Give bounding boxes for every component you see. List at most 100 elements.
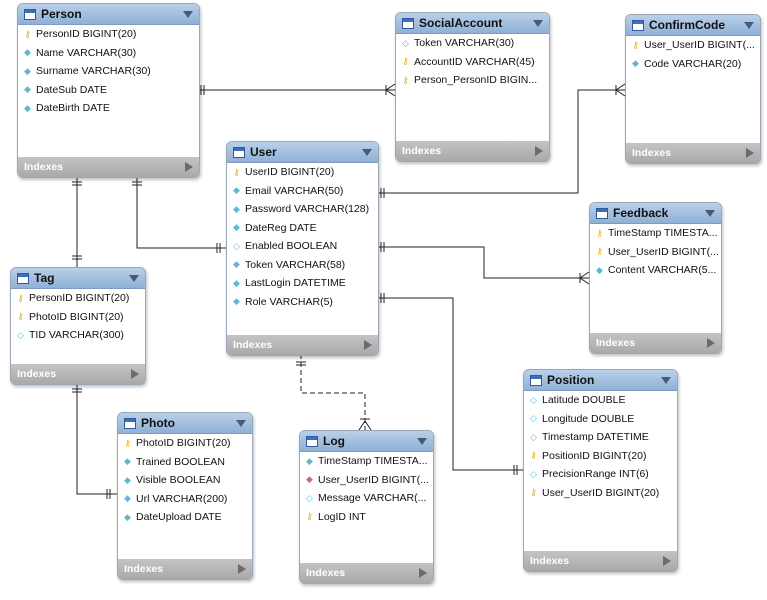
column-list: ◇Latitude DOUBLE◇Longitude DOUBLE◇Timest…	[524, 391, 677, 502]
column-row[interactable]: ◆DateBirth DATE	[18, 99, 199, 118]
column-row[interactable]: ◆TimeStamp TIMESTA...	[300, 452, 433, 471]
expand-arrow-icon[interactable]	[419, 568, 427, 578]
nullable-column-icon: ◇	[530, 394, 537, 405]
table-user[interactable]: User ⚷UserID BIGINT(20)◆Email VARCHAR(50…	[226, 141, 379, 356]
collapse-arrow-icon[interactable]	[533, 19, 543, 27]
collapse-arrow-icon[interactable]	[362, 148, 372, 156]
column-row[interactable]: ⚷PersonID BIGINT(20)	[18, 25, 199, 44]
table-header[interactable]: Person	[18, 4, 199, 25]
column-name: Role VARCHAR(5)	[245, 295, 333, 308]
indexes-footer[interactable]: Indexes	[396, 141, 549, 161]
expand-arrow-icon[interactable]	[746, 148, 754, 158]
column-row[interactable]: ⚷PhotoID BIGINT(20)	[118, 434, 252, 453]
table-header[interactable]: Photo	[118, 413, 252, 434]
column-row[interactable]: ◇Token VARCHAR(30)	[396, 34, 549, 53]
column-row[interactable]: ⚷User_UserID BIGINT(...	[626, 36, 760, 55]
column-icon: ◆	[124, 456, 131, 467]
table-header[interactable]: SocialAccount	[396, 13, 549, 34]
table-log[interactable]: Log ◆TimeStamp TIMESTA...◆User_UserID BI…	[299, 430, 434, 584]
column-name: DateReg DATE	[245, 221, 317, 234]
column-row[interactable]: ◆DateUpload DATE	[118, 508, 252, 527]
column-row[interactable]: ◇Latitude DOUBLE	[524, 391, 677, 410]
column-row[interactable]: ◆Surname VARCHAR(30)	[18, 62, 199, 81]
column-row[interactable]: ◇Enabled BOOLEAN	[227, 237, 378, 256]
column-row[interactable]: ⚷UserID BIGINT(20)	[227, 163, 378, 182]
expand-arrow-icon[interactable]	[131, 369, 139, 379]
indexes-footer[interactable]: Indexes	[227, 335, 378, 355]
expand-arrow-icon[interactable]	[535, 146, 543, 156]
column-row[interactable]: ◆DateReg DATE	[227, 219, 378, 238]
table-header[interactable]: Log	[300, 431, 433, 452]
table-header[interactable]: Feedback	[590, 203, 721, 224]
column-icon: ◆	[233, 203, 240, 214]
indexes-footer[interactable]: Indexes	[11, 364, 145, 384]
indexes-footer[interactable]: Indexes	[626, 143, 760, 163]
collapse-arrow-icon[interactable]	[661, 376, 671, 384]
foreign-key-icon: ◆	[306, 474, 313, 485]
column-row[interactable]: ◆Name VARCHAR(30)	[18, 44, 199, 63]
column-row[interactable]: ⚷PhotoID BIGINT(20)	[11, 308, 145, 327]
table-name: Tag	[34, 271, 55, 285]
column-row[interactable]: ◆Content VARCHAR(5...	[590, 261, 721, 280]
collapse-arrow-icon[interactable]	[183, 10, 193, 18]
expand-arrow-icon[interactable]	[707, 338, 715, 348]
table-header[interactable]: Tag	[11, 268, 145, 289]
column-row[interactable]: ◆Role VARCHAR(5)	[227, 293, 378, 312]
table-header[interactable]: ConfirmCode	[626, 15, 760, 36]
key-icon: ⚷	[124, 437, 131, 448]
table-person[interactable]: Person ⚷PersonID BIGINT(20)◆Name VARCHAR…	[17, 3, 200, 178]
expand-arrow-icon[interactable]	[364, 340, 372, 350]
table-tag[interactable]: Tag ⚷PersonID BIGINT(20)⚷PhotoID BIGINT(…	[10, 267, 146, 385]
column-row[interactable]: ◆Visible BOOLEAN	[118, 471, 252, 490]
column-row[interactable]: ◆Token VARCHAR(58)	[227, 256, 378, 275]
indexes-footer[interactable]: Indexes	[18, 157, 199, 177]
table-feedback[interactable]: Feedback ⚷TimeStamp TIMESTA...⚷User_User…	[589, 202, 722, 354]
indexes-footer[interactable]: Indexes	[118, 559, 252, 579]
column-row[interactable]: ◇Timestamp DATETIME	[524, 428, 677, 447]
one-mark	[200, 85, 205, 95]
table-socialaccount[interactable]: SocialAccount ◇Token VARCHAR(30)⚷Account…	[395, 12, 550, 162]
collapse-arrow-icon[interactable]	[744, 21, 754, 29]
column-row[interactable]: ⚷LogID INT	[300, 508, 433, 527]
table-header[interactable]: User	[227, 142, 378, 163]
column-row[interactable]: ⚷PositionID BIGINT(20)	[524, 447, 677, 466]
column-row[interactable]: ◇Longitude DOUBLE	[524, 410, 677, 429]
column-row[interactable]: ⚷Person_PersonID BIGIN...	[396, 71, 549, 90]
indexes-footer[interactable]: Indexes	[590, 333, 721, 353]
table-position[interactable]: Position ◇Latitude DOUBLE◇Longitude DOUB…	[523, 369, 678, 572]
column-row[interactable]: ◆LastLogin DATETIME	[227, 274, 378, 293]
expand-arrow-icon[interactable]	[185, 162, 193, 172]
table-confirmcode[interactable]: ConfirmCode ⚷User_UserID BIGINT(...◆Code…	[625, 14, 761, 164]
column-row[interactable]: ⚷AccountID VARCHAR(45)	[396, 53, 549, 72]
column-row[interactable]: ◆User_UserID BIGINT(...	[300, 471, 433, 490]
table-header[interactable]: Position	[524, 370, 677, 391]
column-row[interactable]: ◆Code VARCHAR(20)	[626, 55, 760, 74]
indexes-label: Indexes	[233, 339, 273, 351]
indexes-footer[interactable]: Indexes	[524, 551, 677, 571]
column-row[interactable]: ◇Message VARCHAR(...	[300, 489, 433, 508]
indexes-footer[interactable]: Indexes	[300, 563, 433, 583]
column-row[interactable]: ⚷User_UserID BIGINT(...	[590, 243, 721, 262]
column-row[interactable]: ◆Password VARCHAR(128)	[227, 200, 378, 219]
column-row[interactable]: ◇PrecisionRange INT(6)	[524, 465, 677, 484]
column-row[interactable]: ⚷PersonID BIGINT(20)	[11, 289, 145, 308]
table-photo[interactable]: Photo ⚷PhotoID BIGINT(20)◆Trained BOOLEA…	[117, 412, 253, 580]
collapse-arrow-icon[interactable]	[417, 437, 427, 445]
collapse-arrow-icon[interactable]	[705, 209, 715, 217]
column-row[interactable]: ⚷User_UserID BIGINT(20)	[524, 484, 677, 503]
collapse-arrow-icon[interactable]	[129, 274, 139, 282]
table-icon	[306, 435, 318, 447]
column-row[interactable]: ◇TID VARCHAR(300)	[11, 326, 145, 345]
key-icon: ⚷	[306, 511, 313, 522]
column-row[interactable]: ◆Trained BOOLEAN	[118, 453, 252, 472]
column-row[interactable]: ◆Email VARCHAR(50)	[227, 182, 378, 201]
one-mark	[72, 181, 82, 260]
column-row[interactable]: ◆DateSub DATE	[18, 81, 199, 100]
column-row[interactable]: ◆Url VARCHAR(200)	[118, 490, 252, 509]
column-row[interactable]: ⚷TimeStamp TIMESTA...	[590, 224, 721, 243]
expand-arrow-icon[interactable]	[238, 564, 246, 574]
collapse-arrow-icon[interactable]	[236, 419, 246, 427]
column-list: ⚷PersonID BIGINT(20)⚷PhotoID BIGINT(20)◇…	[11, 289, 145, 345]
one-mark	[296, 361, 306, 366]
expand-arrow-icon[interactable]	[663, 556, 671, 566]
